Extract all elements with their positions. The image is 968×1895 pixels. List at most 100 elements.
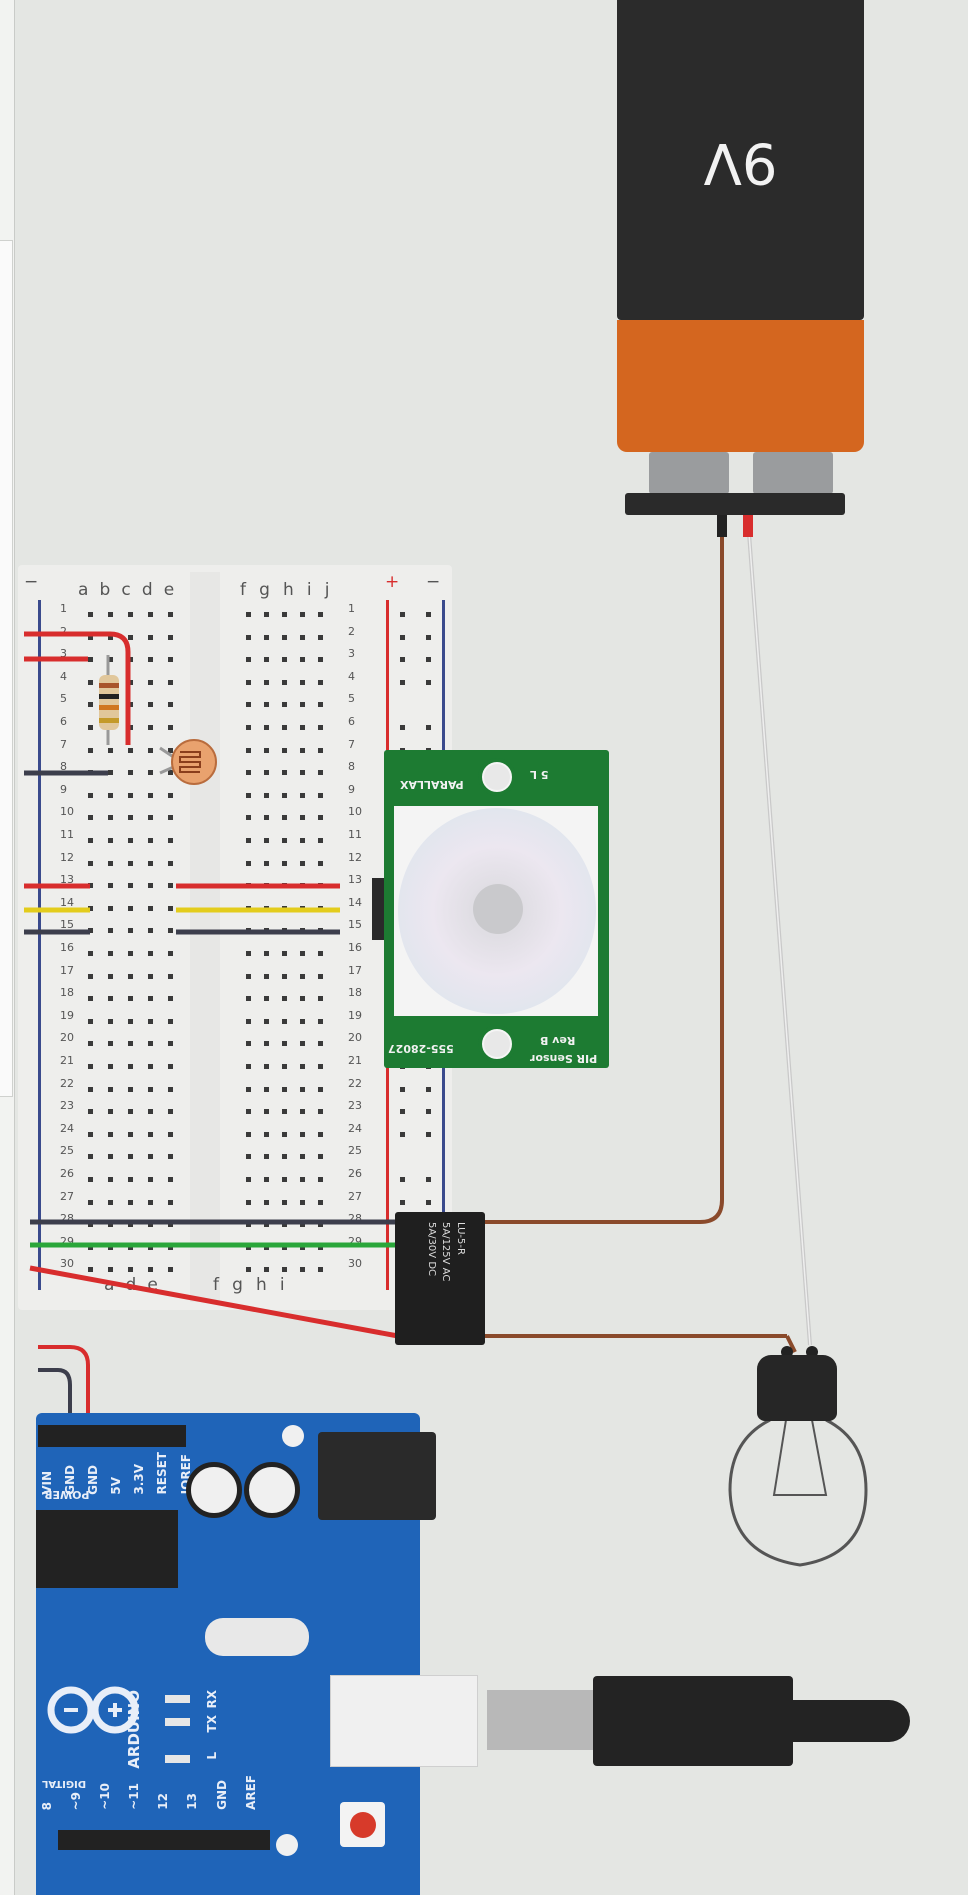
breadboard-hole[interactable]: [300, 1086, 305, 1092]
breadboard-hole[interactable]: [300, 860, 305, 866]
breadboard-hole[interactable]: [128, 1018, 133, 1024]
breadboard-hole[interactable]: [246, 1267, 251, 1273]
breadboard-hole[interactable]: [168, 1109, 173, 1115]
breadboard-hole[interactable]: [148, 951, 153, 956]
breadboard-hole[interactable]: [108, 1018, 113, 1024]
breadboard-hole[interactable]: [168, 1154, 173, 1160]
breadboard-hole[interactable]: [400, 1086, 405, 1092]
breadboard-hole[interactable]: [318, 838, 323, 843]
breadboard-hole[interactable]: [282, 657, 287, 663]
breadboard-hole[interactable]: [300, 792, 305, 798]
breadboard-hole[interactable]: [400, 1177, 405, 1182]
breadboard-hole[interactable]: [168, 1267, 173, 1273]
breadboard-hole[interactable]: [282, 1199, 287, 1205]
breadboard-hole[interactable]: [148, 1154, 153, 1160]
breadboard-hole[interactable]: [246, 612, 251, 617]
breadboard-hole[interactable]: [88, 747, 93, 753]
breadboard-hole[interactable]: [168, 612, 173, 617]
breadboard-hole[interactable]: [300, 1131, 305, 1137]
breadboard-hole[interactable]: [168, 973, 173, 979]
breadboard-hole[interactable]: [128, 634, 133, 640]
breadboard-hole[interactable]: [168, 996, 173, 1002]
breadboard-hole[interactable]: [400, 725, 405, 730]
breadboard-hole[interactable]: [108, 1222, 113, 1228]
breadboard-hole[interactable]: [282, 996, 287, 1002]
breadboard-hole[interactable]: [108, 996, 113, 1002]
breadboard-hole[interactable]: [168, 838, 173, 843]
breadboard-hole[interactable]: [88, 973, 93, 979]
breadboard-hole[interactable]: [264, 1018, 269, 1024]
breadboard-hole[interactable]: [128, 770, 133, 776]
breadboard-hole[interactable]: [426, 1177, 431, 1182]
breadboard-hole[interactable]: [108, 838, 113, 843]
breadboard-hole[interactable]: [128, 883, 133, 889]
breadboard-hole[interactable]: [168, 815, 173, 821]
breadboard-hole[interactable]: [264, 1177, 269, 1182]
breadboard-hole[interactable]: [148, 725, 153, 730]
breadboard-hole[interactable]: [128, 1109, 133, 1115]
breadboard-hole[interactable]: [88, 1064, 93, 1069]
battery-terminal-negative[interactable]: [649, 452, 729, 494]
breadboard-hole[interactable]: [148, 928, 153, 934]
breadboard-hole[interactable]: [128, 815, 133, 821]
breadboard-hole[interactable]: [168, 1018, 173, 1024]
breadboard-hole[interactable]: [282, 634, 287, 640]
breadboard-hole[interactable]: [246, 951, 251, 956]
breadboard-hole[interactable]: [246, 634, 251, 640]
breadboard-hole[interactable]: [128, 1131, 133, 1137]
breadboard-hole[interactable]: [88, 928, 93, 934]
photoresistor[interactable]: [159, 739, 217, 785]
breadboard-hole[interactable]: [264, 1086, 269, 1092]
breadboard-hole[interactable]: [108, 792, 113, 798]
breadboard-hole[interactable]: [246, 679, 251, 685]
breadboard-hole[interactable]: [318, 1177, 323, 1182]
breadboard-hole[interactable]: [282, 1064, 287, 1069]
breadboard-hole[interactable]: [300, 702, 305, 708]
breadboard-hole[interactable]: [318, 1154, 323, 1160]
breadboard-hole[interactable]: [128, 1222, 133, 1228]
breadboard-hole[interactable]: [108, 860, 113, 866]
relay-module[interactable]: [395, 1212, 485, 1345]
breadboard-hole[interactable]: [168, 905, 173, 911]
breadboard-hole[interactable]: [426, 1109, 431, 1115]
breadboard-hole[interactable]: [148, 1086, 153, 1092]
breadboard-hole[interactable]: [128, 928, 133, 934]
breadboard-hole[interactable]: [108, 1131, 113, 1137]
breadboard-hole[interactable]: [108, 1041, 113, 1047]
breadboard-hole[interactable]: [108, 1267, 113, 1273]
breadboard-hole[interactable]: [148, 1018, 153, 1024]
breadboard-hole[interactable]: [246, 1199, 251, 1205]
breadboard-hole[interactable]: [246, 770, 251, 776]
breadboard-hole[interactable]: [108, 1177, 113, 1182]
breadboard-hole[interactable]: [88, 1267, 93, 1273]
breadboard-hole[interactable]: [282, 1131, 287, 1137]
breadboard-hole[interactable]: [168, 657, 173, 663]
breadboard-hole[interactable]: [282, 1222, 287, 1228]
breadboard-hole[interactable]: [246, 1222, 251, 1228]
breadboard-hole[interactable]: [264, 612, 269, 617]
breadboard-hole[interactable]: [282, 815, 287, 821]
breadboard-hole[interactable]: [168, 1199, 173, 1205]
breadboard-hole[interactable]: [246, 1041, 251, 1047]
breadboard-hole[interactable]: [88, 1177, 93, 1182]
breadboard-hole[interactable]: [400, 1131, 405, 1137]
breadboard-hole[interactable]: [168, 1041, 173, 1047]
breadboard-hole[interactable]: [108, 657, 113, 663]
breadboard-hole[interactable]: [128, 1064, 133, 1069]
breadboard-hole[interactable]: [318, 634, 323, 640]
arduino-usb-port[interactable]: [330, 1675, 478, 1767]
breadboard-hole[interactable]: [318, 747, 323, 753]
breadboard-hole[interactable]: [148, 973, 153, 979]
arduino-reset-button-cap[interactable]: [350, 1812, 376, 1838]
breadboard-hole[interactable]: [108, 928, 113, 934]
breadboard-hole[interactable]: [148, 1109, 153, 1115]
breadboard-hole[interactable]: [264, 996, 269, 1002]
breadboard-hole[interactable]: [300, 770, 305, 776]
breadboard-hole[interactable]: [300, 996, 305, 1002]
breadboard-hole[interactable]: [300, 1109, 305, 1115]
breadboard-hole[interactable]: [148, 905, 153, 911]
breadboard-hole[interactable]: [128, 1267, 133, 1273]
battery-9v[interactable]: 9V: [617, 0, 864, 452]
arduino-digital-header[interactable]: [58, 1830, 270, 1850]
